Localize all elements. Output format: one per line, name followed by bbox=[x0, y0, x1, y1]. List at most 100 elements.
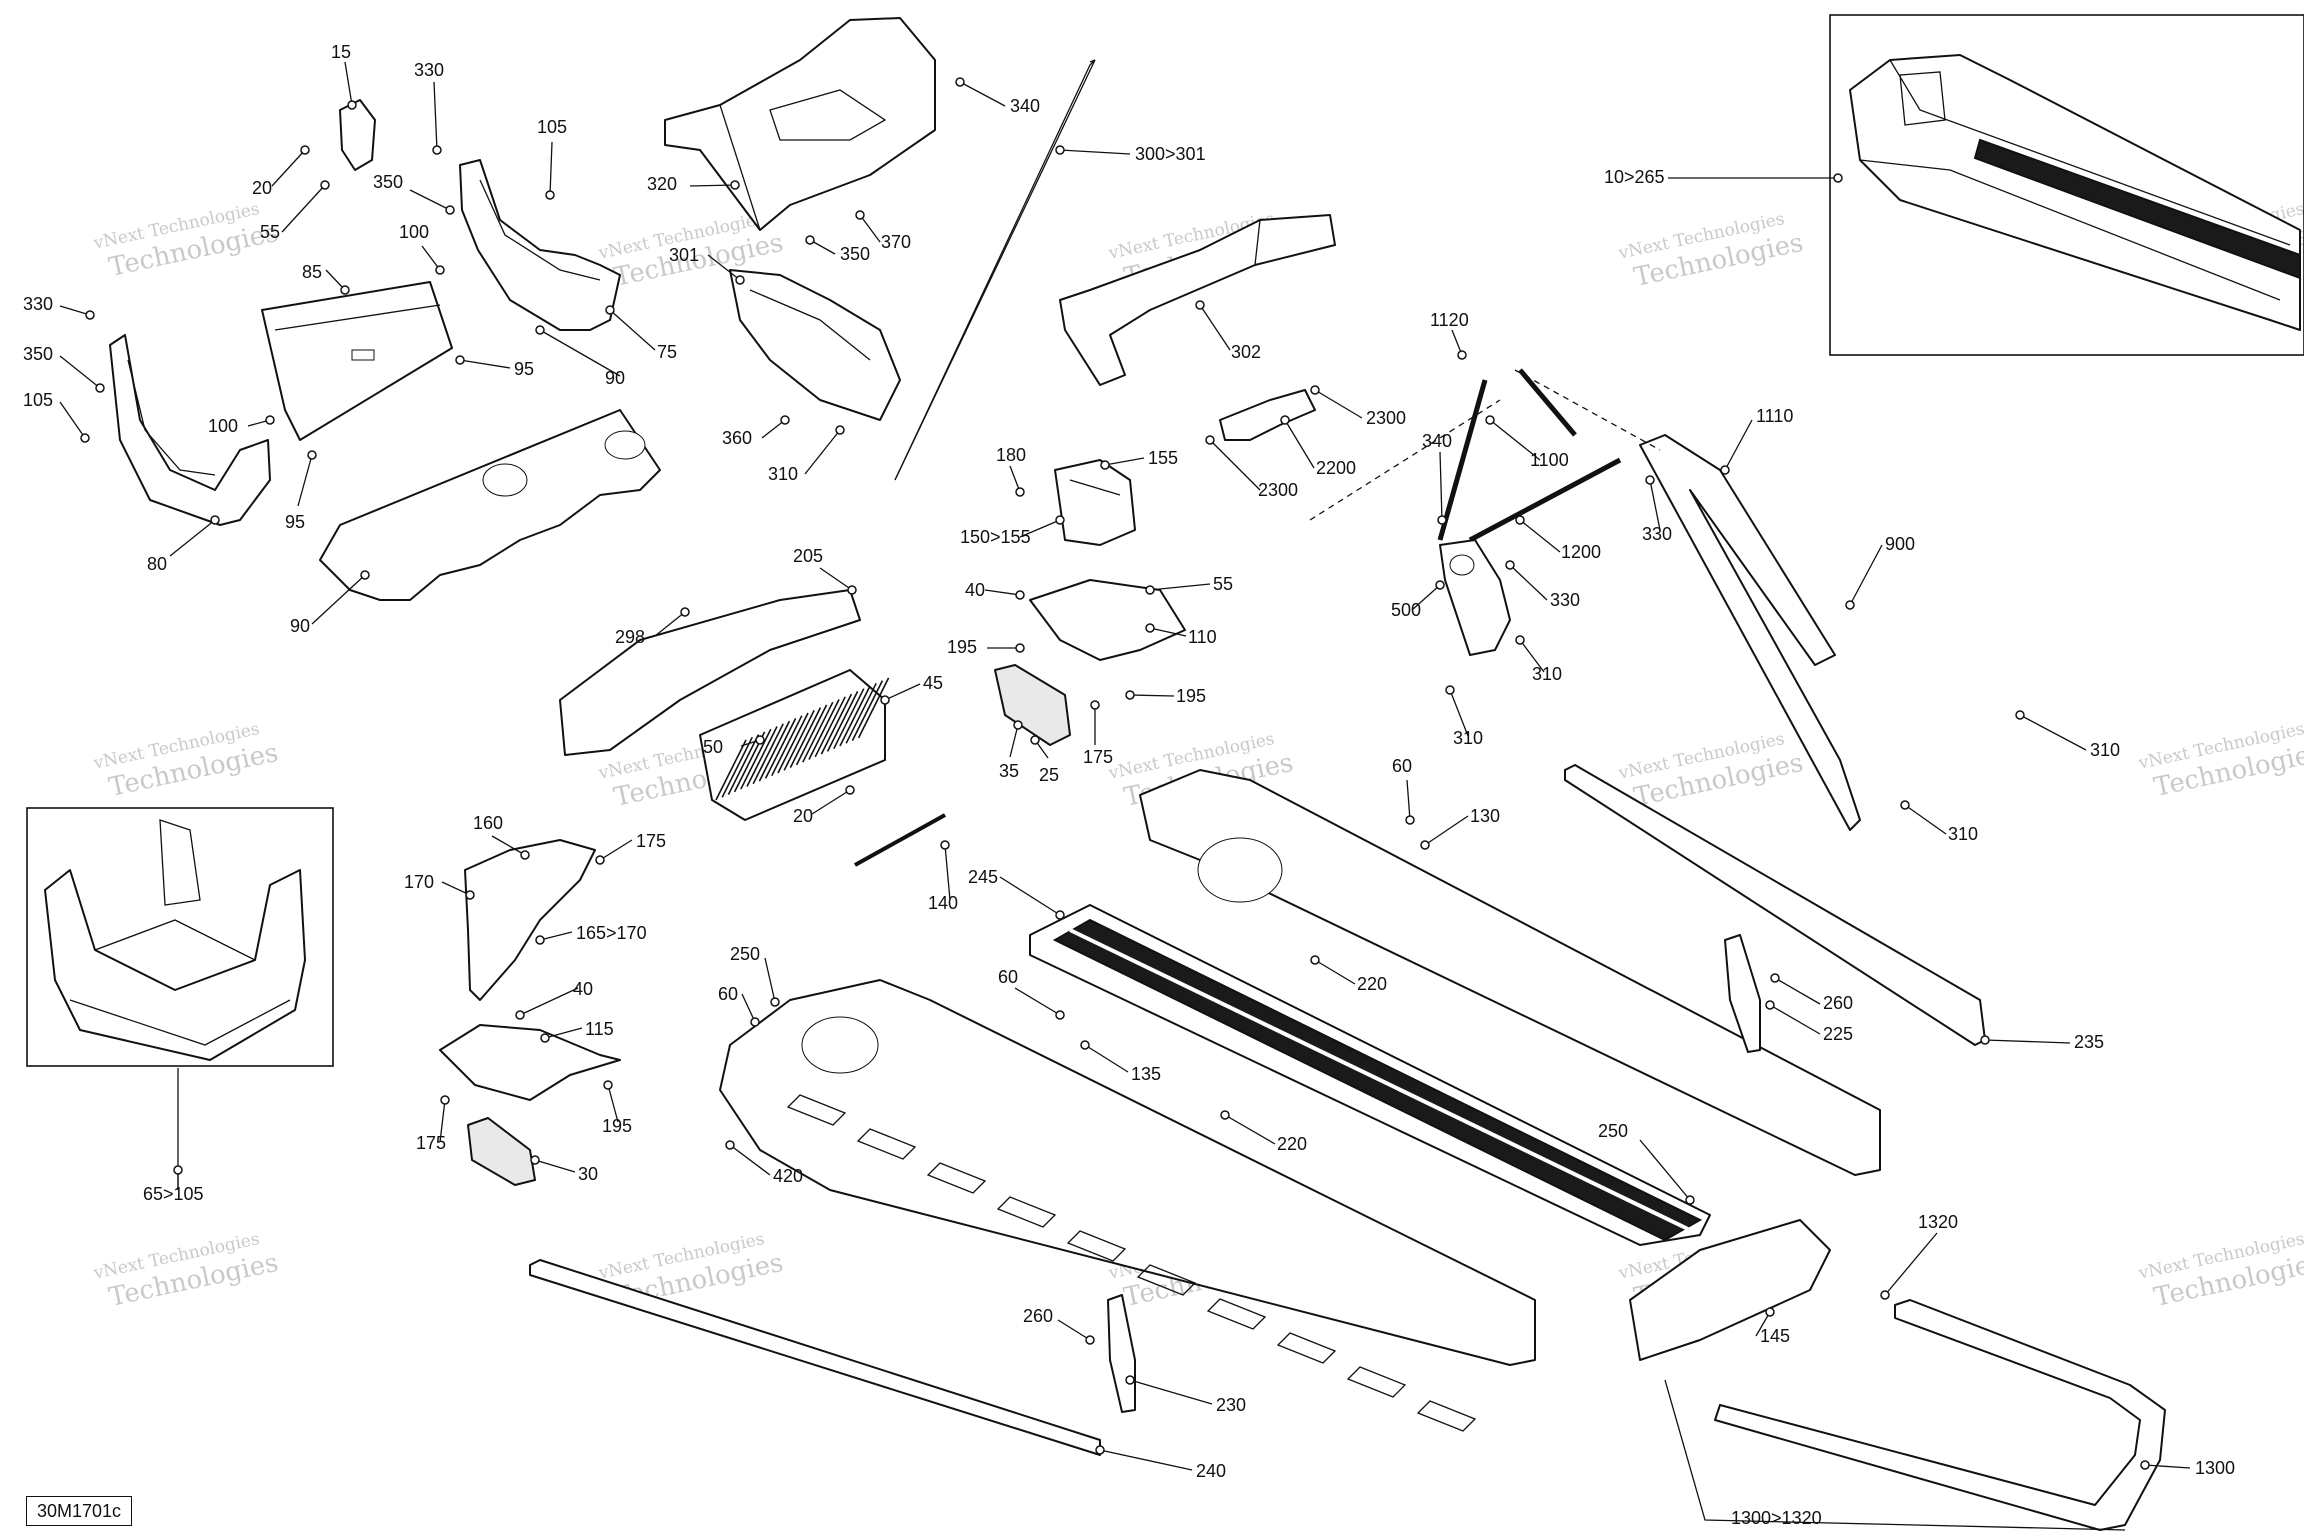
callout-360: 360 bbox=[722, 428, 752, 448]
callout-105: 105 bbox=[23, 390, 53, 410]
callout-250: 250 bbox=[1598, 1121, 1628, 1141]
callout-labels: 15 20 55 330 105 350 100 85 75 90 95 330… bbox=[23, 42, 2235, 1528]
part-165-bracket bbox=[464, 839, 596, 1001]
callout-80: 80 bbox=[147, 554, 167, 574]
callout-230: 230 bbox=[1216, 1395, 1246, 1415]
callout-220: 220 bbox=[1277, 1134, 1307, 1154]
callout-170: 170 bbox=[404, 872, 434, 892]
callout-310: 310 bbox=[768, 464, 798, 484]
callout-2300: 2300 bbox=[1258, 480, 1298, 500]
callout-205: 205 bbox=[793, 546, 823, 566]
callout-350: 350 bbox=[23, 344, 53, 364]
callout-298: 298 bbox=[615, 627, 645, 647]
callout-330: 330 bbox=[414, 60, 444, 80]
callout-350: 350 bbox=[840, 244, 870, 264]
parts-layer bbox=[44, 17, 2301, 1531]
callout-900: 900 bbox=[1885, 534, 1915, 554]
callout-90: 90 bbox=[605, 368, 625, 388]
inset-chassis-assembly bbox=[1849, 54, 2301, 331]
part-85-cross-plate bbox=[261, 281, 453, 441]
callout-40: 40 bbox=[965, 580, 985, 600]
part-tunnel-left-side bbox=[719, 979, 1536, 1366]
callout-160: 160 bbox=[473, 813, 503, 833]
callout-340: 340 bbox=[1010, 96, 1040, 116]
callout-175: 175 bbox=[416, 1133, 446, 1153]
callout-65-105: 65>105 bbox=[143, 1184, 204, 1204]
part-2200-mount bbox=[1219, 389, 1316, 441]
callout-175: 175 bbox=[636, 831, 666, 851]
callout-340: 340 bbox=[1422, 431, 1452, 451]
callout-95: 95 bbox=[514, 359, 534, 379]
callout-50: 50 bbox=[703, 737, 723, 757]
callout-105: 105 bbox=[537, 117, 567, 137]
part-tunnel-right-side bbox=[1139, 769, 1881, 1176]
leader-lines bbox=[59, 61, 2191, 1471]
callout-60: 60 bbox=[998, 967, 1018, 987]
inset-front-frame-assembly bbox=[44, 819, 306, 1061]
callout-150-155: 150>155 bbox=[960, 527, 1031, 547]
callout-130: 130 bbox=[1470, 806, 1500, 826]
callout-235: 235 bbox=[2074, 1032, 2104, 1052]
callout-40: 40 bbox=[573, 979, 593, 999]
callout-20: 20 bbox=[793, 806, 813, 826]
callout-195: 195 bbox=[1176, 686, 1206, 706]
callout-330: 330 bbox=[1642, 524, 1672, 544]
callout-155: 155 bbox=[1148, 448, 1178, 468]
callout-1200: 1200 bbox=[1561, 542, 1601, 562]
part-225-bracket bbox=[1724, 934, 1761, 1053]
callout-2200: 2200 bbox=[1316, 458, 1356, 478]
inset-frame-front-frame bbox=[26, 807, 334, 1067]
part-150-bracket bbox=[1054, 459, 1136, 546]
callout-75: 75 bbox=[657, 342, 677, 362]
callout-320: 320 bbox=[647, 174, 677, 194]
callout-145: 145 bbox=[1760, 1326, 1790, 1346]
callout-60: 60 bbox=[1392, 756, 1412, 776]
callout-225: 225 bbox=[1823, 1024, 1853, 1044]
callout-55: 55 bbox=[1213, 574, 1233, 594]
callout-301: 301 bbox=[669, 245, 699, 265]
part-115-plate bbox=[439, 1024, 621, 1101]
callout-115: 115 bbox=[585, 1019, 614, 1039]
callout-1300-1320: 1300>1320 bbox=[1731, 1508, 1822, 1528]
tunnel-cutouts bbox=[786, 1094, 1477, 1432]
part-240-running-board-left bbox=[529, 1259, 1101, 1456]
callout-220: 220 bbox=[1357, 974, 1387, 994]
part-298-cover bbox=[559, 589, 861, 756]
callout-310: 310 bbox=[1532, 664, 1562, 684]
part-1300-bumper bbox=[1714, 1299, 2166, 1531]
callout-310: 310 bbox=[1453, 728, 1483, 748]
part-80-left-spar bbox=[109, 334, 271, 526]
callout-140: 140 bbox=[928, 893, 958, 913]
callout-302: 302 bbox=[1231, 342, 1261, 362]
callout-500: 500 bbox=[1391, 600, 1421, 620]
callout-195: 195 bbox=[602, 1116, 632, 1136]
part-230-bracket bbox=[1107, 1294, 1136, 1413]
diagram-id-label: 30M1701c bbox=[26, 1496, 132, 1526]
part-140-link bbox=[854, 813, 946, 867]
part-15-bracket bbox=[339, 99, 376, 171]
callout-1300: 1300 bbox=[2195, 1458, 2235, 1478]
part-900-rear-arm bbox=[1639, 434, 1861, 831]
callout-330: 330 bbox=[1550, 590, 1580, 610]
callout-135: 135 bbox=[1131, 1064, 1161, 1084]
part-301-bracket bbox=[729, 269, 901, 421]
part-30-mount bbox=[467, 1117, 536, 1186]
callout-10-265: 10>265 bbox=[1604, 167, 1665, 187]
callout-60: 60 bbox=[718, 984, 738, 1004]
callout-30: 30 bbox=[578, 1164, 598, 1184]
part-25-mount bbox=[994, 664, 1071, 746]
callout-175: 175 bbox=[1083, 747, 1113, 767]
cooler-fins bbox=[715, 677, 890, 801]
callout-260: 260 bbox=[1823, 993, 1853, 1013]
callout-350: 350 bbox=[373, 172, 403, 192]
part-90-belly-pan bbox=[319, 409, 661, 601]
callout-85: 85 bbox=[302, 262, 322, 282]
part-75-right-spar bbox=[459, 159, 621, 331]
callout-1100: 1100 bbox=[1530, 450, 1569, 470]
